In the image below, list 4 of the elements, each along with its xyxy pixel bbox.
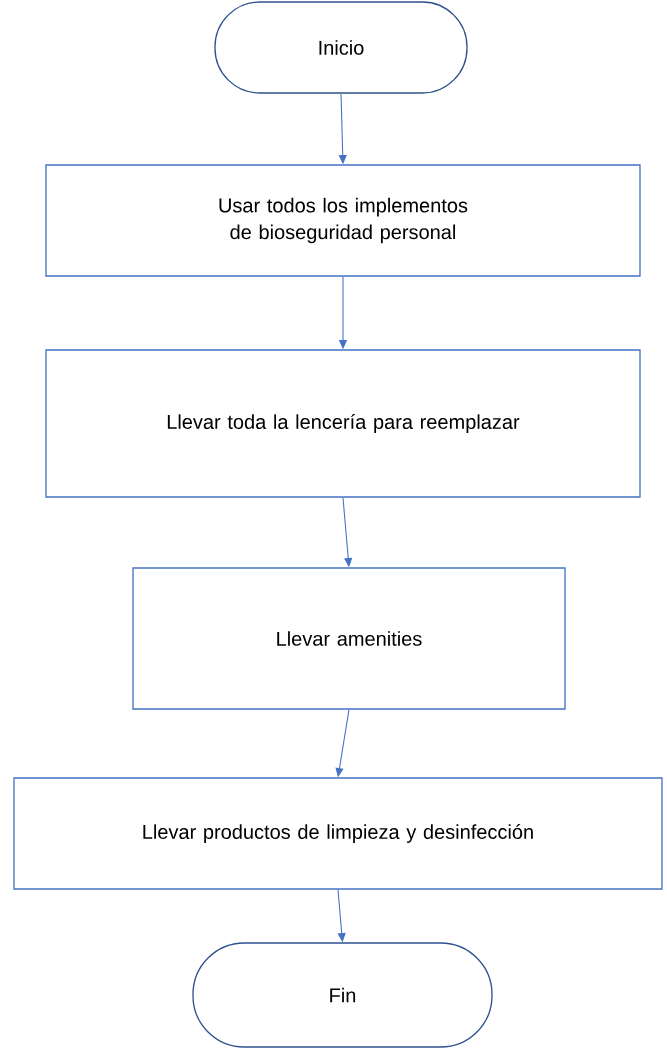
process-box: Llevar amenities [132, 567, 566, 710]
process-box: Llevar productos de limpieza y desinfección [13, 777, 663, 890]
process-box: Usar todos los implementos de bioseguridad personal [45, 164, 641, 277]
process-box: Llevar toda la lencería para reemplazar [45, 349, 641, 498]
